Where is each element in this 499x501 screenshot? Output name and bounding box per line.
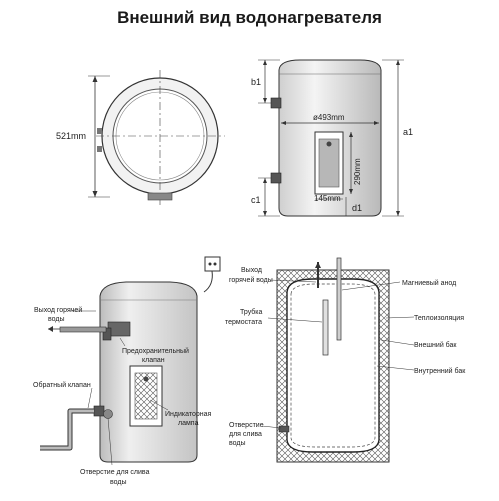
page-title: Внешний вид водонагревателя (117, 8, 382, 27)
insulation-label: Теплоизоляция (414, 315, 464, 322)
thermostat-tube-label-2: термостата (225, 319, 262, 326)
c1-label: c1 (251, 195, 261, 205)
b1-label: b1 (251, 77, 261, 87)
diameter-label: ø493mm (313, 113, 345, 122)
magnesium-anode-label: Магниевый анод (402, 279, 456, 287)
cs-drain-label: Отверстие (229, 422, 264, 429)
drain-label: Отверстие для слива (80, 469, 150, 476)
hot-outlet-label: Выход горячей (34, 306, 82, 314)
front-view: b1 c1 ø493mm 290mm 145mm d1 (251, 59, 413, 217)
a1-label: a1 (403, 127, 413, 137)
drain-label-2: воды (110, 479, 127, 486)
cs-hot-outlet-label: Выход (241, 267, 262, 274)
height-dimension-label: 521mm (56, 131, 86, 141)
top-view: 521mm (56, 70, 225, 205)
window-height-label: 290mm (353, 158, 362, 185)
safety-valve-label: Предохранительный (122, 347, 189, 355)
inner-tank-label: Внутренний бак (414, 367, 466, 375)
d1-label: d1 (352, 203, 362, 213)
safety-valve-label-2: клапан (142, 357, 165, 364)
cross-section-view: Выход горячей воды Магниевый анод Трубка… (225, 257, 466, 463)
cs-drain-label-3: воды (229, 440, 246, 447)
indicator-lamp-label-2: лампа (178, 420, 199, 427)
window-width-label: 145mm (314, 194, 341, 203)
outer-tank-label: Внешний бак (414, 341, 457, 349)
indicator-lamp-label: Индикаторная (165, 411, 212, 418)
check-valve-label: Обратный клапан (33, 381, 91, 389)
cs-drain-label-2: для слива (229, 431, 262, 438)
cs-hot-outlet-label-2: горячей воды (229, 276, 273, 284)
thermostat-tube-label: Трубка (240, 308, 263, 316)
piping-view: Выход горячей воды Предохранительный кла… (33, 256, 221, 486)
hot-outlet-label-2: воды (48, 316, 65, 323)
